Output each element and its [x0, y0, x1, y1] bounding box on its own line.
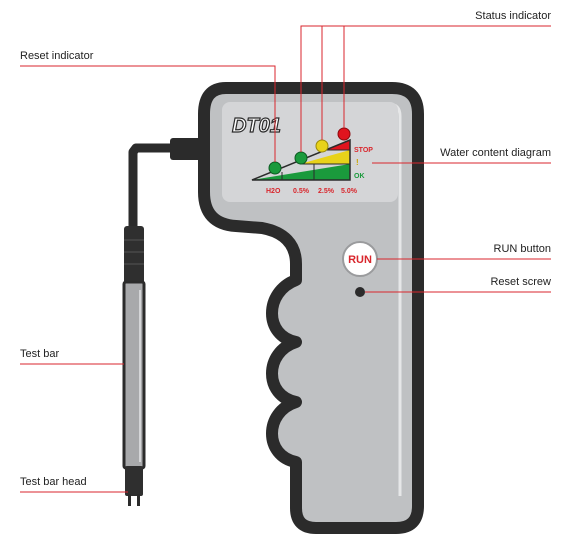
- run-button[interactable]: RUN: [342, 241, 378, 277]
- reset-indicator-led: [268, 161, 282, 175]
- test-bar: [122, 280, 146, 470]
- test-bar-label: Test bar: [20, 348, 60, 360]
- callout-lines: [20, 25, 551, 493]
- scale-label-5-0: 5.0%: [341, 188, 358, 195]
- model-label: DT01: [232, 115, 281, 137]
- ok-label: OK: [354, 173, 365, 180]
- reset-indicator-label: Reset indicator: [20, 50, 94, 62]
- display-panel: [222, 102, 398, 202]
- reset-screw-label: Reset screw: [490, 276, 551, 288]
- cable: [128, 138, 204, 230]
- status-led-yellow: [315, 139, 329, 153]
- scale-label-0-5: 0.5%: [293, 188, 310, 195]
- run-button-callout-label: RUN button: [493, 243, 551, 255]
- water-content-diagram-label: Water content diagram: [440, 147, 551, 159]
- cable-connector: [124, 226, 144, 284]
- status-indicator-label: Status indicator: [475, 10, 551, 22]
- warning-label: !: [356, 158, 359, 167]
- scale-label-h2o: H2O: [266, 188, 281, 195]
- test-bar-head: [125, 466, 143, 506]
- run-button-label: RUN: [348, 254, 372, 266]
- stop-label: STOP: [354, 147, 373, 154]
- scale-label-2-5: 2.5%: [318, 188, 335, 195]
- status-led-red: [337, 127, 351, 141]
- test-bar-head-label: Test bar head: [20, 476, 87, 488]
- reset-screw[interactable]: [355, 287, 365, 297]
- status-led-green: [294, 151, 308, 165]
